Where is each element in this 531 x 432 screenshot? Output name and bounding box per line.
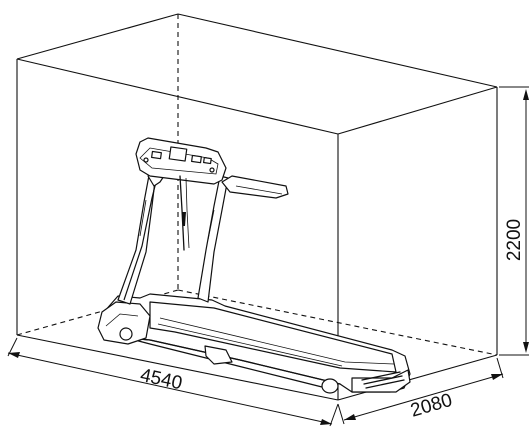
box-bottom-back-hidden bbox=[177, 289, 498, 356]
treadmill-illustration bbox=[97, 137, 411, 394]
box-top-left-edge bbox=[16, 13, 179, 60]
rear-foot bbox=[321, 378, 339, 394]
box-top-right-edge bbox=[337, 86, 498, 135]
safety-key-cord bbox=[182, 212, 186, 226]
box-bottom-front-edge bbox=[16, 334, 339, 401]
box-top-back-edge bbox=[177, 13, 498, 88]
width-dimension-line bbox=[343, 373, 504, 421]
console-display bbox=[168, 146, 188, 162]
height-arrow-bottom bbox=[523, 342, 529, 353]
left-upright-brace bbox=[139, 199, 147, 237]
right-handrail bbox=[221, 175, 289, 199]
width-arrow-left bbox=[344, 414, 356, 420]
motor-hood-detail bbox=[105, 313, 139, 327]
height-label: 2200 bbox=[504, 219, 525, 261]
console-stem bbox=[179, 175, 185, 251]
console-bezel bbox=[139, 147, 219, 175]
length-extension-right bbox=[329, 403, 339, 427]
running-belt bbox=[149, 301, 397, 373]
belt-edge-line bbox=[159, 317, 395, 365]
length-arrow-left bbox=[8, 352, 20, 358]
height-dimension: 2200 bbox=[499, 86, 529, 356]
width-extension-right bbox=[496, 357, 504, 379]
motor-hood bbox=[97, 301, 151, 345]
left-upright-front bbox=[123, 173, 159, 301]
right-upright-brace bbox=[207, 209, 215, 241]
console-stem-inner bbox=[185, 177, 190, 249]
right-upright bbox=[197, 175, 229, 303]
front-roller-cap bbox=[119, 327, 133, 341]
width-extension-left bbox=[337, 403, 345, 425]
console-window-far-right bbox=[203, 157, 212, 165]
rear-stripes bbox=[361, 371, 405, 389]
console-window-left bbox=[151, 150, 162, 160]
console-button-left bbox=[143, 157, 149, 163]
length-label: 4540 bbox=[138, 365, 184, 394]
right-handrail-grip bbox=[235, 185, 283, 195]
base-stabilizer bbox=[204, 345, 233, 365]
console-window-right bbox=[191, 154, 202, 164]
console-button-right bbox=[209, 167, 215, 173]
width-arrow-right bbox=[491, 374, 503, 380]
height-arrow-top bbox=[523, 89, 529, 100]
width-label: 2080 bbox=[408, 390, 454, 422]
length-dimension-line bbox=[7, 352, 333, 425]
left-upright bbox=[117, 169, 157, 305]
length-arrow-right bbox=[320, 419, 332, 425]
belt-edge-line-2 bbox=[157, 323, 343, 367]
